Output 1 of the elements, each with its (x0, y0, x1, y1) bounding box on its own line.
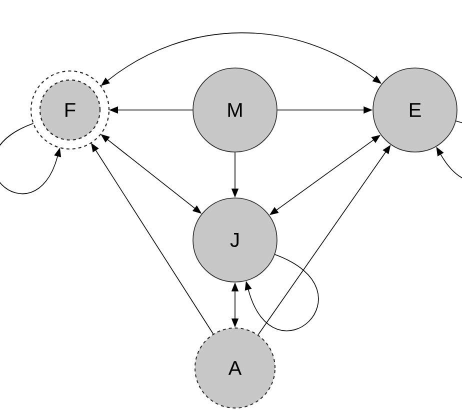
arrow (244, 254, 319, 332)
